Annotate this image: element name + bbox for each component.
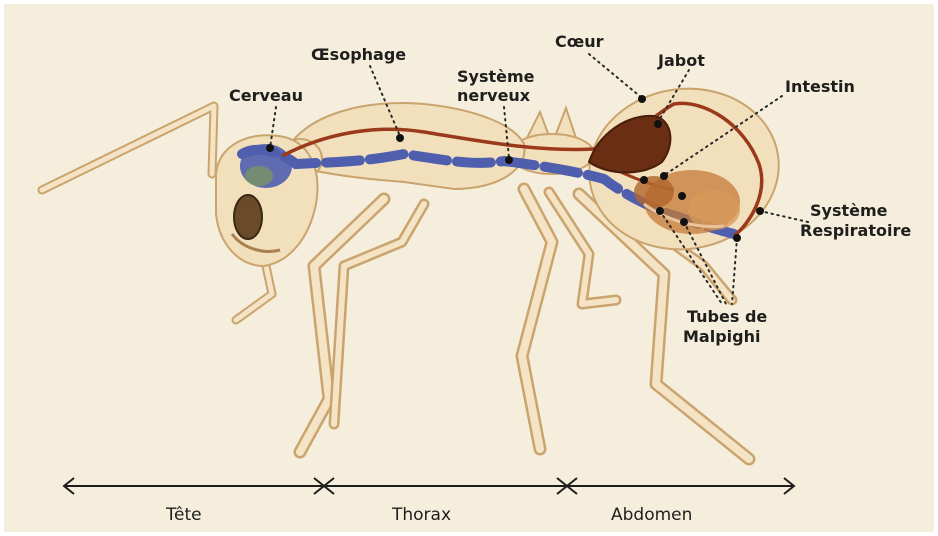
label-cerveau: Cerveau: [229, 86, 303, 105]
organ-labels: Cerveau Œsophage Système nerveux Cœur Ja…: [229, 32, 911, 346]
section-thorax: Thorax: [391, 505, 451, 525]
label-systeme-respiratoire-line2: Respiratoire: [800, 221, 911, 240]
label-systeme-nerveux-line2: nerveux: [457, 86, 531, 105]
label-tubes-de-malpighi-line2: Malpighi: [683, 327, 760, 346]
ant-diagram: Cerveau Œsophage Système nerveux Cœur Ja…: [4, 4, 934, 532]
label-systeme-respiratoire-line1: Système: [810, 201, 888, 220]
section-abdomen: Abdomen: [611, 505, 692, 525]
label-coeur: Cœur: [555, 32, 604, 51]
label-oesophage: Œsophage: [311, 45, 406, 64]
label-systeme-nerveux-line1: Système: [457, 67, 535, 86]
label-jabot: Jabot: [657, 51, 705, 70]
section-labels: Tête Thorax Abdomen: [165, 505, 692, 525]
label-tubes-de-malpighi-line1: Tubes de: [687, 307, 767, 326]
anatomy-figure: Cerveau Œsophage Système nerveux Cœur Ja…: [4, 4, 934, 532]
section-tete: Tête: [165, 505, 202, 525]
section-arrows: [64, 478, 794, 494]
label-intestin: Intestin: [785, 77, 855, 96]
